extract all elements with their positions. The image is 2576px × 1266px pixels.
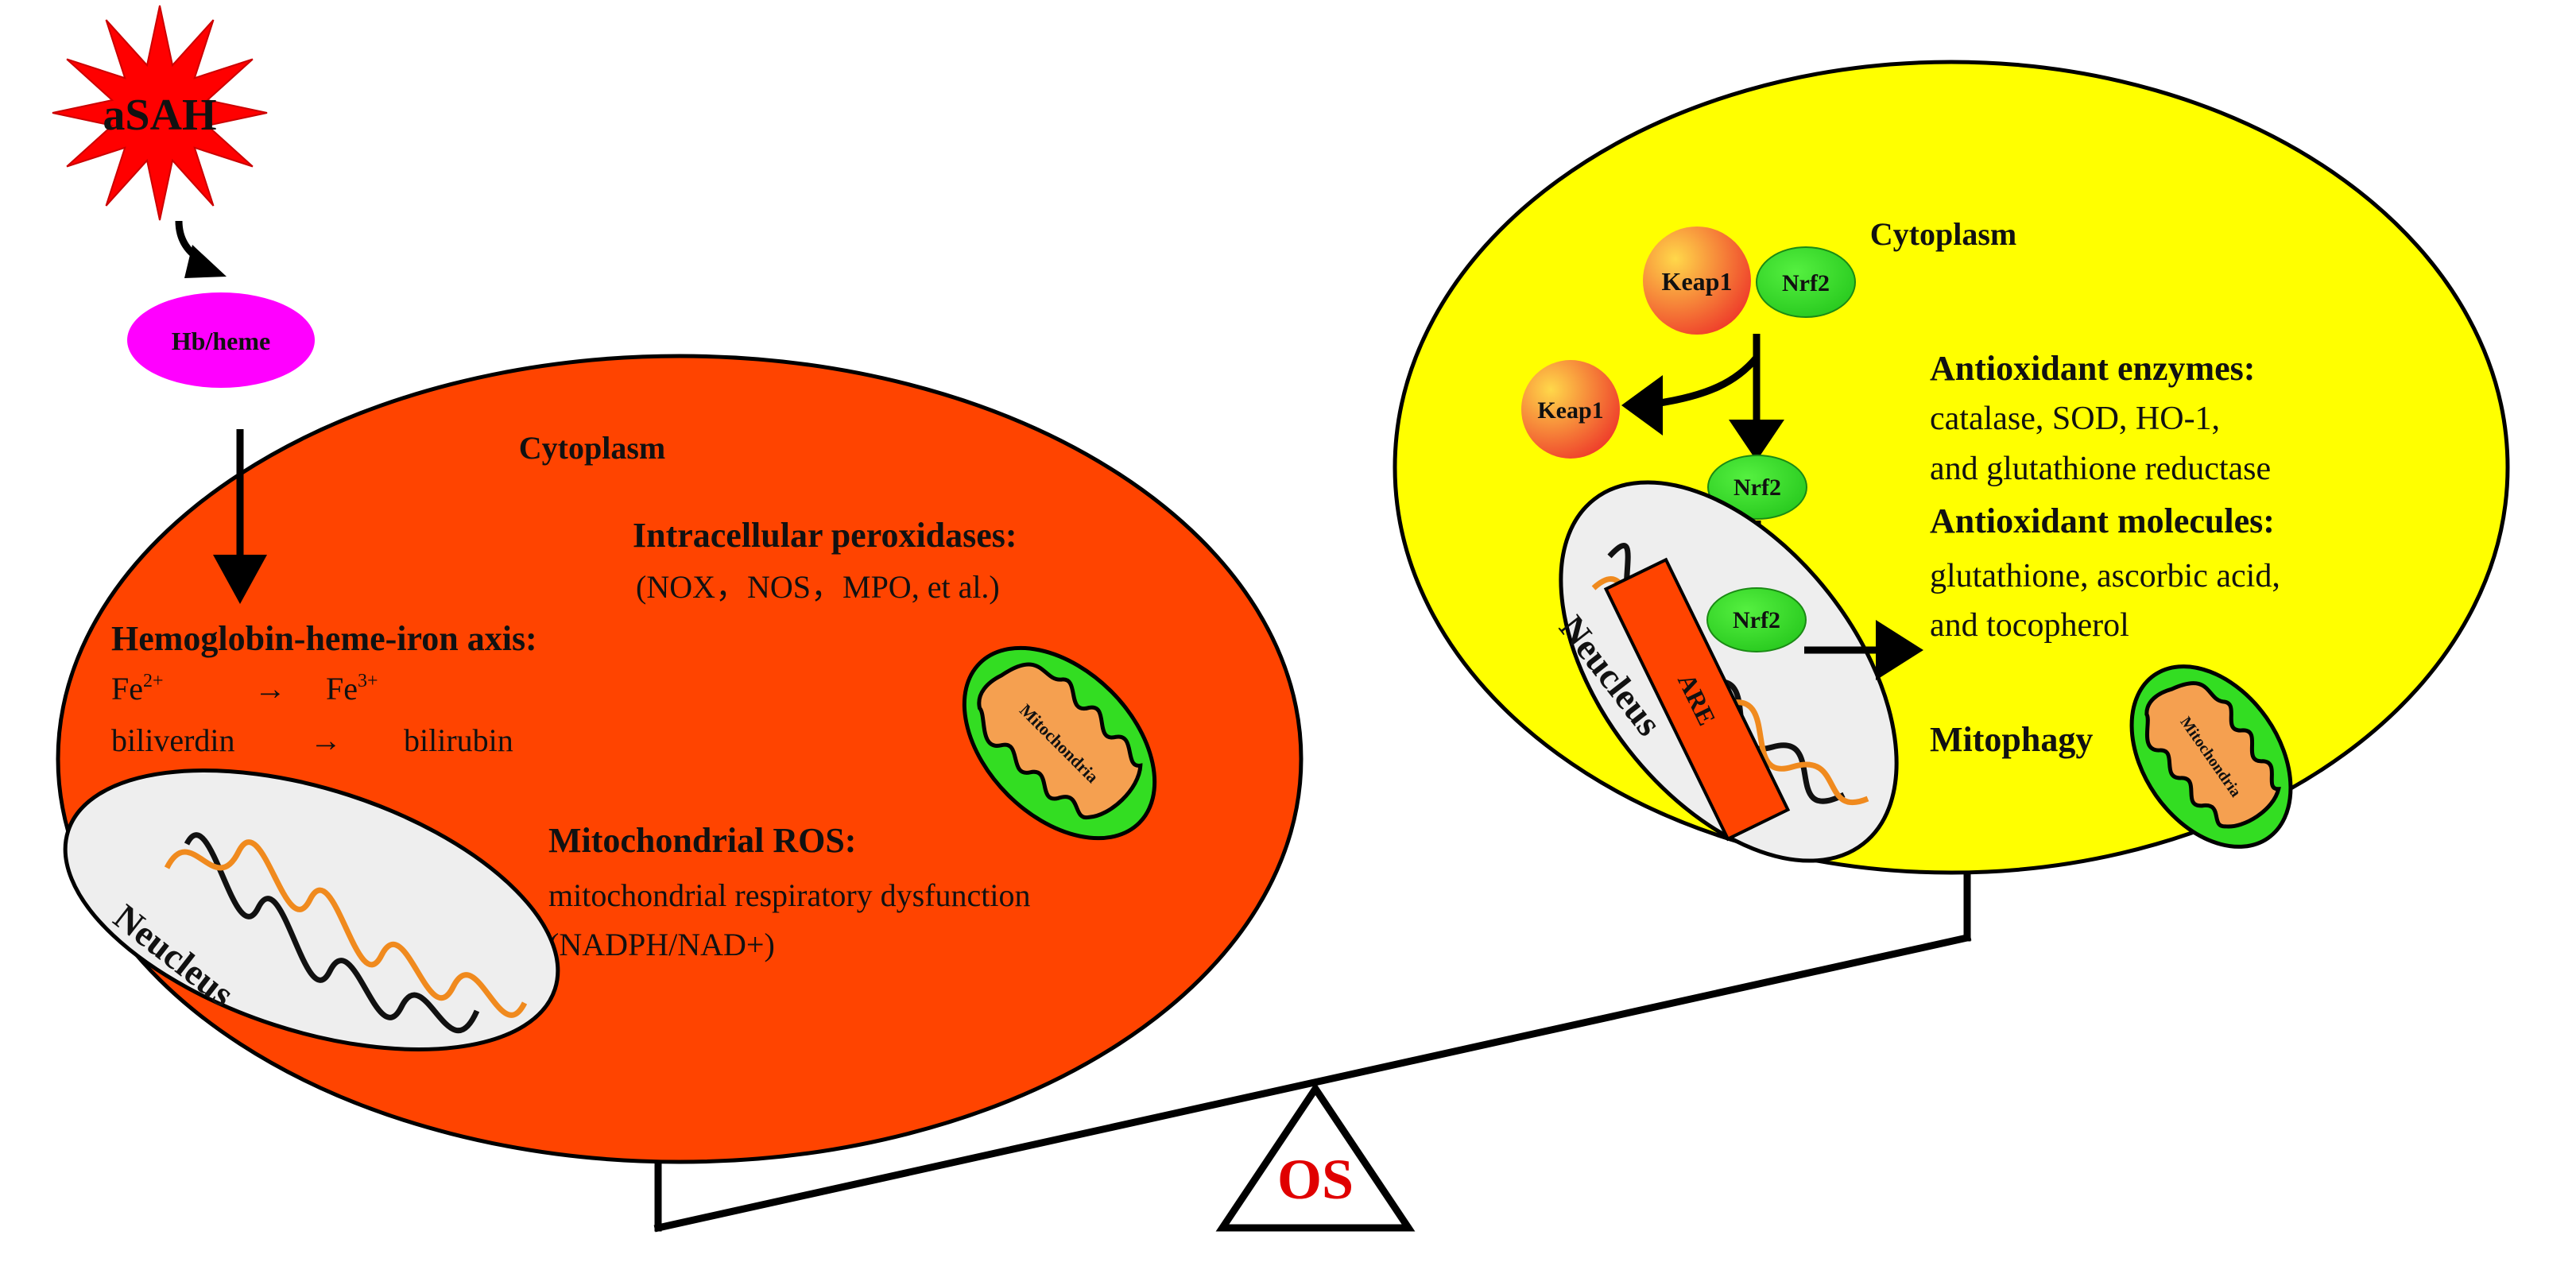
antioxidant-cell: Cytoplasm Keap1 Nrf2 Keap1 Nrf2 [1393,60,2510,875]
hb-heme-node: Hb/heme [127,292,315,388]
mito-ros-line1: mitochondrial respiratory dysfunction [548,877,1031,913]
dna-strand-dark [184,832,480,1034]
mito-ros-heading: Mitochondrial ROS: [548,821,856,860]
mitophagy-label: Mitophagy [1930,720,2093,759]
molecules-line1: glutathione, ascorbic acid, [1930,558,2280,594]
hemoglobin-axis-heading: Hemoglobin-heme-iron axis: [111,619,537,658]
peroxidase-heading: Intracellular peroxidases: [633,516,1017,555]
dissociation-arrows [1621,334,1784,461]
nrf2-release-arrowhead [1729,420,1784,461]
nrf2-complex-node [1756,246,1856,318]
nrf2-nuclear-label: Nrf2 [1733,607,1780,633]
nrf2-nuclear-node [1706,587,1807,652]
nrf2-free-label: Nrf2 [1733,474,1781,501]
transcription-arrow [1804,620,1923,680]
hb-heme-label: Hb/heme [172,327,270,355]
enzymes-line1: catalase, SOD, HO-1, [1930,401,2220,437]
keap1-free-label: Keap1 [1537,397,1603,424]
asah-starburst: aSAH [52,5,268,221]
dna-strand-orange [164,839,528,1018]
left-mitochondrion: Mitochondria [962,645,1157,841]
bili-arrow: → [310,722,342,758]
fe-arrow: → [254,671,286,707]
molecules-heading: Antioxidant molecules: [1930,501,2275,540]
left-cytoplasm-title: Cytoplasm [519,430,665,466]
nrf2-free-node [1707,455,1807,520]
enzymes-heading: Antioxidant enzymes: [1930,349,2255,388]
fe3-label: Fe3+ [326,671,378,707]
pro-oxidant-cell: Cytoplasm Intracellular peroxidases: (NO… [56,354,1303,1164]
right-mitochondrion: Mitochondria [2129,664,2293,849]
hb-to-cell-arrow [213,429,267,604]
mito-ros-line2: (NADPH/NAD+) [548,927,775,962]
left-nucleus: Neucleus [63,769,560,1051]
os-label: OS [1277,1148,1354,1211]
molecules-line2: and tocopherol [1930,607,2129,644]
keap1-complex-label: Keap1 [1662,267,1733,296]
balance-beam [653,869,1972,1233]
os-fulcrum: OS [1215,1082,1416,1232]
keap1-complex-node [1643,226,1751,335]
asah-label: aSAH [103,91,216,140]
peroxidase-list: (NOX，NOS，MPO, et al.) [636,569,1000,605]
right-cytoplasm-title: Cytoplasm [1870,216,2016,252]
bilirubin-label: bilirubin [404,722,513,758]
nrf2-complex-label: Nrf2 [1782,270,1830,296]
starburst-shape [52,5,268,221]
keap1-release-arrowhead [1621,375,1663,436]
asah-to-hb-arrow [175,220,227,278]
biliverdin-label: biliverdin [111,722,235,758]
right-nucleus: ARE Nrf2 Neucleus [1551,480,1899,863]
are-element: ARE [1603,557,1791,842]
enzymes-line2: and glutathione reductase [1930,451,2271,487]
keap1-free-node [1521,360,1620,459]
fe2-label: Fe2+ [111,671,164,707]
